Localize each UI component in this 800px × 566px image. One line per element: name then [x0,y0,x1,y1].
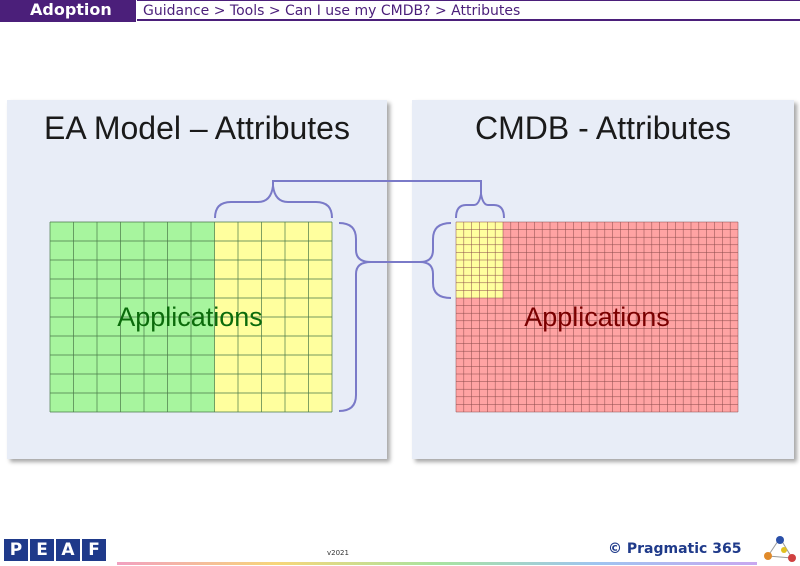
ea-model-applications-label: Applications [117,302,263,332]
cmdb-title: CMDB - Attributes [474,110,732,146]
copyright-label: © Pragmatic 365 [608,541,742,557]
ea-model-title: EA Model – Attributes [44,110,350,146]
top-link-line [272,180,482,194]
peaf-logo: P E A F [4,539,106,561]
side-brace-left [338,222,372,412]
ea-model-grid [49,221,333,413]
pragmatic-365-logo-icon [764,536,796,562]
footer-divider [117,562,757,565]
connectors [214,180,505,412]
version-label: v2021 [327,549,349,557]
peaf-logo-f: F [82,539,106,561]
section-tab[interactable]: Adoption [0,0,136,22]
top-brace-left [214,185,333,219]
side-brace-right [419,222,452,299]
peaf-logo-e: E [30,539,54,561]
peaf-logo-p: P [4,539,28,561]
cmdb-grid [455,221,739,413]
peaf-logo-a: A [56,539,80,561]
cmdb-grid-lines [455,221,739,413]
ea-grid-lines [49,221,333,413]
cmdb-applications-label: Applications [524,302,670,332]
breadcrumb[interactable]: Guidance > Tools > Can I use my CMDB? > … [137,0,800,21]
top-brace-right [455,193,505,219]
top-bar: Adoption Guidance > Tools > Can I use my… [0,0,800,22]
